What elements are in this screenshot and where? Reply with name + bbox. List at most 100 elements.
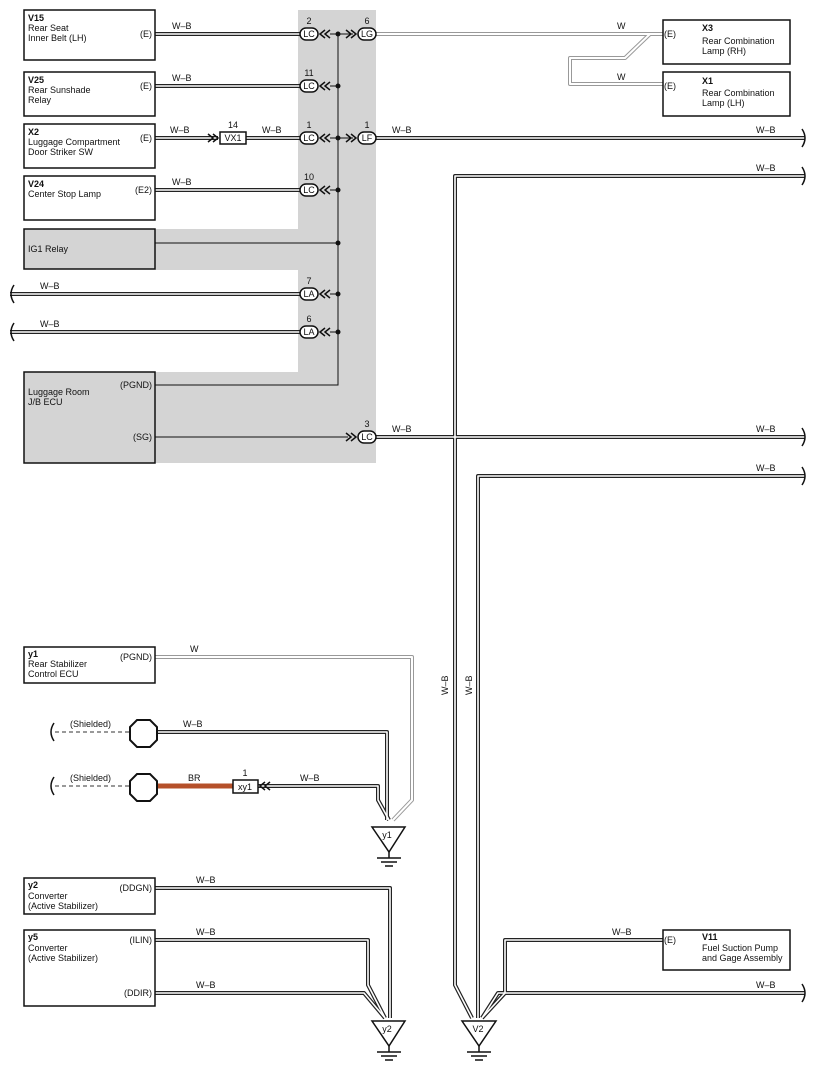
svg-text:W–B: W–B <box>196 875 216 885</box>
component-v11: (E) V11 Fuel Suction Pump and Gage Assem… <box>662 929 791 971</box>
svg-text:y5: y5 <box>28 932 38 942</box>
svg-text:(E): (E) <box>140 81 152 91</box>
svg-text:W–B: W–B <box>196 980 216 990</box>
wb-wires <box>10 32 805 1020</box>
svg-text:(PGND): (PGND) <box>120 380 152 390</box>
component-x2: X2 Luggage Compartment Door Striker SW (… <box>23 123 156 169</box>
shield-symbol-1 <box>129 719 158 748</box>
la6-label: LA <box>303 327 314 337</box>
lc11-pin: 11 <box>304 68 313 78</box>
shield-dashes <box>55 731 130 787</box>
svg-text:W–B: W–B <box>392 125 412 135</box>
lc10-label: LC <box>303 185 315 195</box>
svg-text:(PGND): (PGND) <box>120 652 152 662</box>
wire-break-symbols <box>10 128 806 1003</box>
svg-text:Lamp (RH): Lamp (RH) <box>702 46 746 56</box>
svg-text:X2: X2 <box>28 127 39 137</box>
svg-text:Rear Combination: Rear Combination <box>702 36 775 46</box>
svg-text:W–B: W–B <box>612 927 632 937</box>
ground-y1: y1 <box>370 826 407 867</box>
svg-text:BR: BR <box>188 773 201 783</box>
svg-text:(DDGN): (DDGN) <box>120 883 153 893</box>
component-ig1-relay: IG1 Relay <box>23 228 156 270</box>
svg-text:y2: y2 <box>28 880 38 890</box>
svg-text:(E): (E) <box>664 29 676 39</box>
svg-text:W–B: W–B <box>172 177 192 187</box>
lc2-pin: 2 <box>306 16 311 26</box>
component-x1: (E) X1 Rear Combination Lamp (LH) <box>662 71 791 117</box>
vx1-pin: 14 <box>228 120 238 130</box>
lc11-label: LC <box>303 81 315 91</box>
svg-text:and Gage Assembly: and Gage Assembly <box>702 953 783 963</box>
svg-text:W–B: W–B <box>392 424 412 434</box>
component-y2: y2 Converter (Active Stabilizer) (DDGN) <box>23 877 156 915</box>
svg-text:Center Stop Lamp: Center Stop Lamp <box>28 189 101 199</box>
svg-text:W: W <box>617 72 626 82</box>
svg-text:Converter: Converter <box>28 943 68 953</box>
lc1-pin: 1 <box>306 120 311 130</box>
svg-text:(E): (E) <box>664 81 676 91</box>
svg-text:Rear Seat: Rear Seat <box>28 23 69 33</box>
lc2-label: LC <box>303 29 315 39</box>
svg-text:W–B: W–B <box>172 73 192 83</box>
shield-symbol-2 <box>129 773 158 802</box>
ground-y2: y2 <box>370 1020 407 1061</box>
svg-text:IG1 Relay: IG1 Relay <box>28 244 69 254</box>
svg-text:y1: y1 <box>28 649 38 659</box>
svg-text:(Active Stabilizer): (Active Stabilizer) <box>28 901 98 911</box>
svg-text:W: W <box>190 644 199 654</box>
svg-text:y1: y1 <box>382 830 392 840</box>
svg-text:y2: y2 <box>382 1024 392 1034</box>
svg-text:W–B: W–B <box>300 773 320 783</box>
jb-internal-lines <box>155 33 353 438</box>
svg-text:(DDIR): (DDIR) <box>124 988 152 998</box>
component-jb-ecu: Luggage Room J/B ECU (PGND) (SG) <box>23 371 156 464</box>
svg-text:W–B: W–B <box>172 21 192 31</box>
svg-text:X3: X3 <box>702 23 713 33</box>
svg-text:(E2): (E2) <box>135 185 152 195</box>
svg-text:Fuel Suction Pump: Fuel Suction Pump <box>702 943 778 953</box>
lc10-pin: 10 <box>304 172 314 182</box>
wire-labels: W–B W–B W–B W–B W–B W–B W–B W–B W–B W–B … <box>40 21 776 990</box>
component-v24: V24 Center Stop Lamp (E2) <box>23 175 156 221</box>
lf1-label: LF <box>362 133 373 143</box>
svg-text:Relay: Relay <box>28 95 52 105</box>
svg-text:Door Striker SW: Door Striker SW <box>28 147 94 157</box>
svg-text:Rear Combination: Rear Combination <box>702 88 775 98</box>
svg-text:(SG): (SG) <box>133 432 152 442</box>
svg-text:Rear Stabilizer: Rear Stabilizer <box>28 659 87 669</box>
svg-text:(E): (E) <box>140 29 152 39</box>
svg-text:V24: V24 <box>28 179 44 189</box>
svg-text:W–B: W–B <box>40 281 60 291</box>
svg-text:W–B: W–B <box>196 927 216 937</box>
svg-text:Luggage Room: Luggage Room <box>28 387 90 397</box>
lc1-label: LC <box>303 133 315 143</box>
svg-text:Control ECU: Control ECU <box>28 669 79 679</box>
svg-text:X1: X1 <box>702 76 713 86</box>
svg-text:J/B ECU: J/B ECU <box>28 397 63 407</box>
la6-pin: 6 <box>306 314 311 324</box>
lf1-pin: 1 <box>364 120 369 130</box>
connector-symbols <box>207 27 377 794</box>
jb-region <box>155 10 376 463</box>
lg6-pin: 6 <box>364 16 369 26</box>
component-y5: y5 Converter (Active Stabilizer) (ILIN) … <box>23 929 156 1007</box>
ground-v2: V2 <box>460 1020 498 1061</box>
svg-text:W–B: W–B <box>262 125 282 135</box>
svg-text:W–B: W–B <box>756 125 776 135</box>
vx1-label: VX1 <box>224 133 241 143</box>
xy1-label: xy1 <box>238 782 252 792</box>
component-v15: V15 Rear Seat Inner Belt (LH) (E) <box>23 9 156 61</box>
svg-text:W–B: W–B <box>40 319 60 329</box>
svg-text:(Active Stabilizer): (Active Stabilizer) <box>28 953 98 963</box>
xy1-pin: 1 <box>242 768 247 778</box>
svg-text:Converter: Converter <box>28 891 68 901</box>
lg6-label: LG <box>361 29 373 39</box>
svg-text:V15: V15 <box>28 13 44 23</box>
svg-text:(ILIN): (ILIN) <box>130 935 153 945</box>
junction-dots <box>335 31 341 335</box>
svg-text:(E): (E) <box>664 935 676 945</box>
svg-text:V2: V2 <box>472 1024 483 1034</box>
svg-text:Inner Belt (LH): Inner Belt (LH) <box>28 33 87 43</box>
